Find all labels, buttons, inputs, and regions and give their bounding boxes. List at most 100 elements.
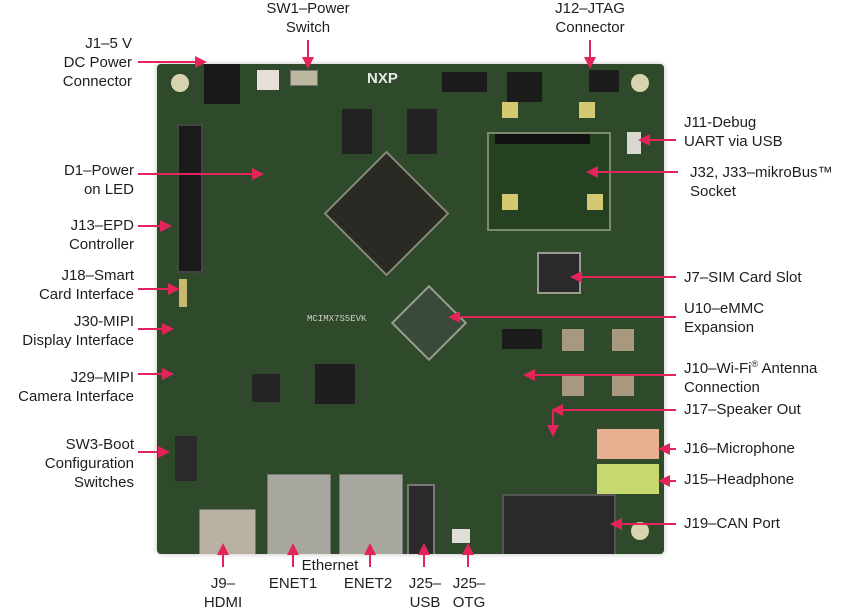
label-line: Display Interface <box>22 332 134 349</box>
test-pad <box>587 194 603 210</box>
label-line: J7–SIM Card Slot <box>684 269 802 286</box>
label-j25-usb: J25– USB <box>400 574 450 612</box>
label-line: Switch <box>285 19 331 36</box>
mikrobus-header <box>495 134 590 144</box>
label-line: J15–Headphone <box>684 471 795 488</box>
label-line: J32, J33–mikroBus™ <box>690 164 833 181</box>
label-line: J10–Wi-Fi® Antenna <box>684 355 817 378</box>
label-line: J17–Speaker Out <box>684 401 801 418</box>
label-j16-microphone: J16–Microphone <box>684 439 795 458</box>
label-j9-hdmi: J9– HDMI <box>193 574 253 612</box>
label-line: D1–Power <box>63 162 134 179</box>
label-line: UART via USB <box>684 133 783 150</box>
label-line: Controller <box>68 236 134 253</box>
label-j18-smart-card: J18–Smart Card Interface <box>39 266 134 304</box>
sim-card-slot <box>537 252 581 294</box>
ic-chip <box>252 374 280 402</box>
label-line: Card Interface <box>38 286 134 303</box>
label-line: J18–Smart <box>61 267 134 284</box>
label-j10-wifi-antenna: J10–Wi-Fi® Antenna Connection <box>684 355 817 397</box>
label-line: Socket <box>690 183 736 200</box>
label-j11-debug-uart: J11-Debug UART via USB <box>684 113 783 151</box>
pcb-board-image: NXP MCIMX7S5EVK <box>157 64 664 554</box>
label-line: J1–5 V <box>85 35 132 52</box>
usb-otg-port <box>452 529 470 543</box>
tactile-button <box>612 374 634 396</box>
test-pad <box>502 102 518 118</box>
label-line: U10–eMMC <box>684 300 765 317</box>
label-j32-j33-mikrobus: J32, J33–mikroBus™ Socket <box>690 163 833 201</box>
label-line: Connection <box>684 379 760 396</box>
label-line: DC Power <box>63 54 132 71</box>
label-line: SW1–Power <box>266 0 350 17</box>
label-line: J16–Microphone <box>684 440 795 457</box>
label-u10-emmc: U10–eMMC Expansion <box>684 299 764 337</box>
label-line: J9– <box>210 575 236 592</box>
headphone-jack <box>597 464 659 494</box>
label-text: J10–Wi-Fi <box>684 360 752 377</box>
mounting-hole <box>631 74 649 92</box>
jtag-header <box>589 70 619 92</box>
registered-mark: ® <box>751 359 759 369</box>
smart-card-connector <box>179 279 187 307</box>
memory-chip <box>342 109 372 154</box>
label-j15-headphone: J15–Headphone <box>684 470 794 489</box>
test-pad <box>579 102 595 118</box>
label-j25-otg: J25– OTG <box>444 574 494 612</box>
label-d1-power-led: D1–Power on LED <box>64 161 134 199</box>
chip-marking: MCIMX7S5EVK <box>307 314 367 324</box>
label-line: HDMI <box>203 594 243 611</box>
label-line: J25– <box>408 575 442 592</box>
power-switch <box>290 70 318 86</box>
label-line: USB <box>409 594 441 611</box>
label-j13-epd-controller: J13–EPD Controller <box>69 216 134 254</box>
label-enet2: ENET2 <box>343 575 393 592</box>
label-ethernet-group: Ethernet <box>301 557 359 574</box>
hdmi-port <box>199 509 256 554</box>
emmc-chip <box>390 284 468 362</box>
boot-switches <box>175 436 197 481</box>
label-line: Expansion <box>684 319 755 336</box>
label-line: J11-Debug <box>684 114 757 131</box>
test-pad <box>502 194 518 210</box>
main-soc <box>323 150 450 277</box>
dc-power-jack <box>204 64 240 104</box>
label-line: J19–CAN Port <box>684 515 780 532</box>
microphone-jack <box>597 429 659 459</box>
usb-host-port <box>407 484 435 554</box>
ethernet-jack-2 <box>339 474 403 554</box>
header-block <box>507 72 542 102</box>
label-line: J29–MIPI <box>70 369 134 386</box>
tactile-button <box>612 329 634 351</box>
mounting-hole <box>631 522 649 540</box>
label-j29-mipi-camera: J29–MIPI Camera Interface <box>18 368 134 406</box>
label-line: Switches <box>73 474 134 491</box>
nxp-logo: NXP <box>367 70 398 87</box>
label-j12-jtag-connector: J12–JTAG Connector <box>530 0 650 37</box>
tactile-button <box>562 374 584 396</box>
mounting-hole <box>171 74 189 92</box>
label-line: Configuration <box>44 455 134 472</box>
label-line: Camera Interface <box>18 388 134 405</box>
label-line: Connector <box>555 19 625 36</box>
ethernet-jack-1 <box>267 474 331 554</box>
memory-chip <box>407 109 437 154</box>
label-line: J30-MIPI <box>73 313 134 330</box>
label-line: OTG <box>452 594 486 611</box>
mikrobus-socket <box>487 132 611 231</box>
debug-usb-port <box>627 132 641 154</box>
header-block <box>502 329 542 349</box>
label-j30-mipi-display: J30-MIPI Display Interface <box>22 312 134 350</box>
label-line: SW3-Boot <box>65 436 134 453</box>
epd-connector <box>177 124 203 273</box>
label-text: Antenna <box>758 360 818 377</box>
label-line: J12–JTAG <box>555 0 625 17</box>
label-j1-dc-power-connector: J1–5 V DC Power Connector <box>63 34 132 91</box>
label-sw3-boot-config: SW3-Boot Configuration Switches <box>45 435 134 492</box>
tactile-button <box>562 329 584 351</box>
label-line: J13–EPD <box>70 217 134 234</box>
label-enet1: ENET1 <box>268 575 318 592</box>
label-line: on LED <box>83 181 134 198</box>
white-connector <box>257 70 279 90</box>
label-sw1-power-switch: SW1–Power Switch <box>248 0 368 37</box>
